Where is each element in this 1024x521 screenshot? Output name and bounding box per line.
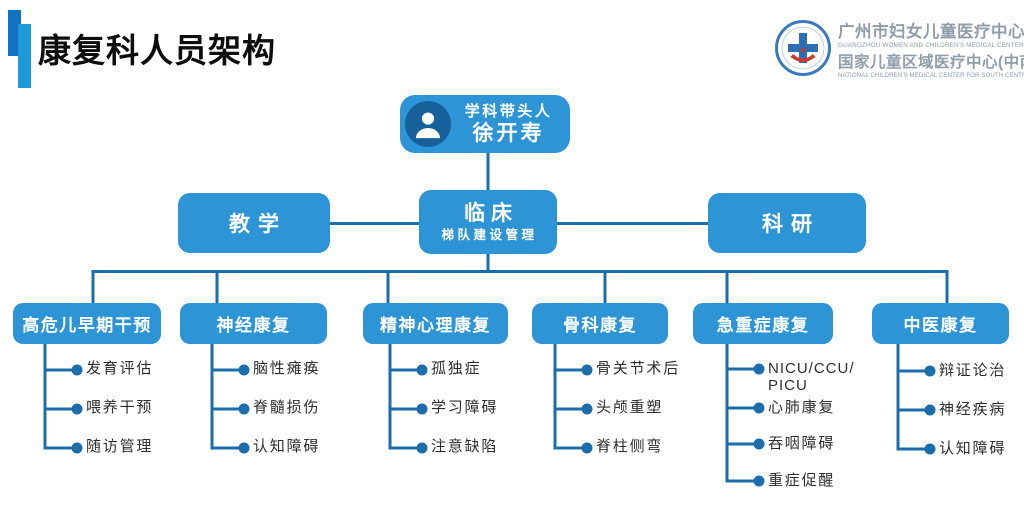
node-research: 科研: [708, 193, 866, 253]
leaf-item: 脊髓损伤: [253, 399, 321, 416]
leaf-item: 认知障碍: [253, 438, 321, 455]
hospital-logo-icon: [775, 20, 831, 76]
node-clinical: 临床 梯队建设管理: [419, 190, 557, 254]
leaf-item: 认知障碍: [939, 440, 1007, 457]
leaf-item: 头颅重塑: [596, 399, 664, 416]
leaf-item: NICU/CCU/ PICU: [768, 360, 855, 394]
leaf-item: 吞咽障碍: [768, 435, 836, 452]
logo-center-name-cn: 国家儿童区域医疗中心(中南): [838, 54, 1024, 71]
branch-box-ortho-rehab: 骨科康复: [532, 303, 668, 344]
branch-box-tcm-rehab: 中医康复: [872, 303, 1009, 344]
node-clinical-label: 临床: [464, 201, 518, 225]
leaf-item: 喂养干预: [86, 399, 154, 416]
branch-box-psych-rehab: 精神心理康复: [363, 303, 508, 344]
logo-center-name-en: NATIONAL CHILDREN'S MEDICAL CENTER FOR S…: [838, 72, 1024, 79]
leaf-item: 辩证论治: [939, 362, 1007, 379]
logo-org-name-cn: 广州市妇女儿童医疗中心: [838, 23, 1024, 41]
hospital-logo: 广州市妇女儿童医疗中心 GUANGZHOU WOMEN AND CHILDREN…: [774, 18, 1024, 82]
leaf-item: 重症促醒: [768, 472, 836, 489]
leaf-item: 注意缺陷: [431, 438, 499, 455]
leaf-item: 脊柱侧弯: [596, 438, 664, 455]
root-role-label: 学科带头人: [464, 103, 553, 120]
leaf-item: 心肺康复: [768, 399, 836, 416]
page-title: 康复科人员架构: [38, 32, 276, 69]
root-name: 徐开寿: [472, 122, 545, 145]
leaf-item: 骨关节术后: [596, 360, 681, 377]
person-icon: [405, 101, 451, 147]
branch-box-early-intervention: 高危儿早期干预: [13, 303, 161, 344]
title-accent-bar-light: [18, 24, 31, 88]
node-teaching: 教学: [178, 193, 330, 253]
leaf-item: 学习障碍: [431, 399, 499, 416]
node-clinical-sublabel: 梯队建设管理: [441, 227, 538, 242]
root-node: 学科带头人 徐开寿: [400, 95, 570, 153]
leaf-item: 孤独症: [431, 360, 482, 377]
leaf-item: 神经疾病: [939, 401, 1007, 418]
logo-org-name-en: GUANGZHOU WOMEN AND CHILDREN'S MEDICAL C…: [838, 42, 1024, 49]
leaf-item: 随访管理: [86, 438, 154, 455]
branch-box-critical-care-rehab: 急重症康复: [693, 303, 833, 344]
leaf-item: 脑性瘫痪: [253, 360, 321, 377]
leaf-item: 发育评估: [86, 360, 154, 377]
title-accent-bar-dark: [8, 10, 21, 56]
branch-box-neuro-rehab: 神经康复: [180, 303, 327, 344]
